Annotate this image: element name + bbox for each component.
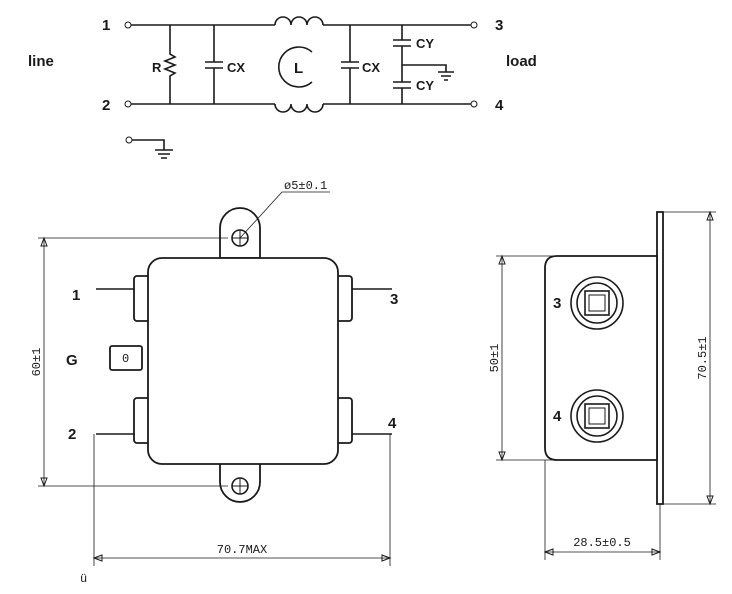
ground-tab [109,345,143,371]
cy-bottom-label: CY [416,78,434,93]
port-3-square [584,290,610,316]
width-dim-lines [93,434,391,566]
hole-leader-line [239,191,330,239]
body-height-dim-label: 50±1 [488,344,502,373]
inductor-label: L [294,60,303,77]
cx-left-label: CX [227,60,245,75]
height-dim-lines [38,237,228,487]
terminal-4-node [470,100,478,108]
pin-3-label: 3 [390,291,398,308]
pin-2-label: 2 [68,426,76,443]
inductor-bottom-coil [274,103,324,113]
depth-dim-label: 28.5±0.5 [573,536,631,550]
stray-mark: ü [80,572,87,586]
height-dim-label: 60±1 [30,348,44,377]
port-4-square [584,403,610,429]
terminal-2-node [124,100,132,108]
side-view: 3 4 50±1 70.5±1 28.5±0.5 [488,210,716,560]
port-3-label: 3 [553,295,561,312]
side-body [544,255,658,461]
hole-dim-label: ø5±0.1 [284,179,327,193]
port-4-ring [576,395,618,437]
flange-height-dim-label: 70.5±1 [696,336,710,379]
front-view: 0 1 2 3 4 G ø5±0.1 60±1 70.7MAX [30,179,398,566]
port-3-outer [570,276,624,330]
pin-4-label: 4 [388,415,397,432]
terminal-3-node [470,21,478,29]
filter-body [147,257,339,465]
width-dim-label: 70.7MAX [217,543,267,557]
terminal-1-node [124,21,132,29]
chassis-ground-symbol [132,139,173,159]
terminal-4-label: 4 [495,97,504,114]
cy-top-label: CY [416,36,434,51]
cy-ground-symbol [402,64,454,81]
depth-dim-lines [544,460,661,560]
port-4-outer [570,389,624,443]
resistor-label: R [152,60,162,75]
terminal-1-label: 1 [102,17,110,34]
cx-right-symbol [341,25,359,104]
pin-1-label: 1 [72,287,80,304]
pin-g-label: G [66,352,78,369]
port-4-label: 4 [553,408,562,425]
cy-pair-symbol [393,25,411,104]
terminal-3-label: 3 [495,17,503,34]
terminal-2-label: 2 [102,97,110,114]
cx-left-symbol [205,25,223,104]
cx-right-label: CX [362,60,380,75]
schematic: 1 2 3 4 line load R CX L CX CY CY [28,16,537,159]
ground-tab-mark: 0 [122,352,129,366]
body-height-dim-lines [496,255,557,461]
inductor-top-coil [274,16,324,26]
ground-terminal-node [125,136,133,144]
line-label: line [28,53,54,70]
resistor-symbol [162,25,178,104]
port-3-ring [576,282,618,324]
inductor-core-arc [278,46,313,88]
flange-height-dim-lines [663,211,716,505]
load-label: load [506,53,537,70]
